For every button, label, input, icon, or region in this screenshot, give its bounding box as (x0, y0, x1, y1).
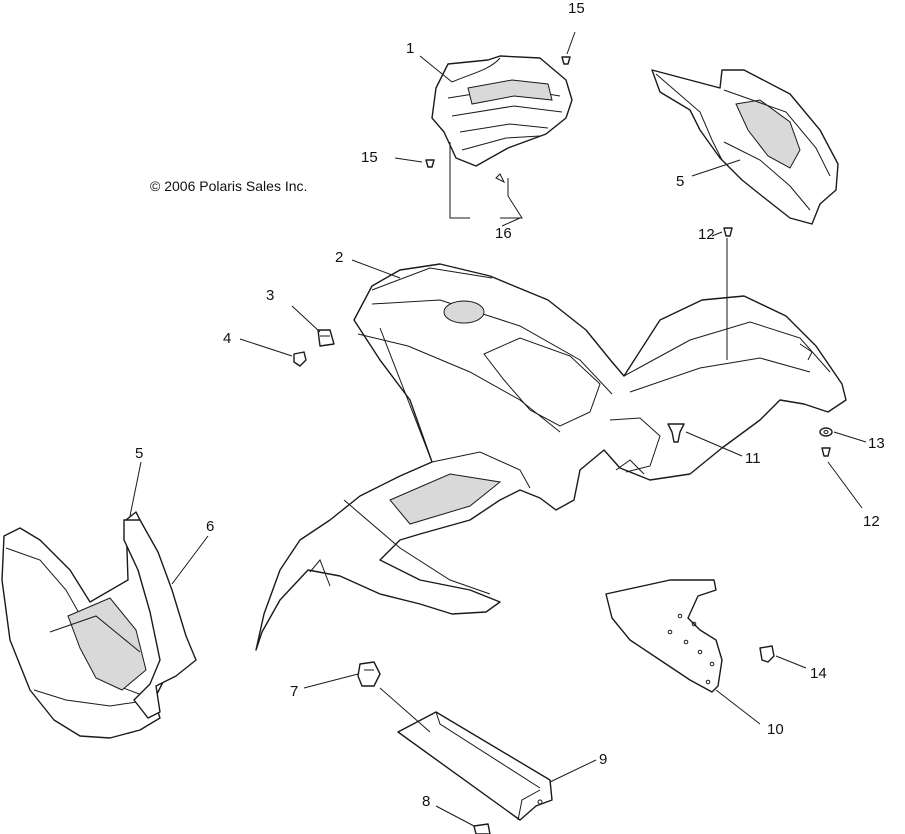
part-11-push-rivet (667, 423, 685, 443)
callout-3: 3 (266, 287, 274, 304)
part-12-screw-top (723, 227, 733, 237)
part-1-front-cover (431, 55, 573, 167)
callout-labels: 15 1 5 15 16 12 2 3 4 11 13 12 5 6 7 14 … (135, 0, 885, 810)
part-14-push-rivet (759, 645, 775, 663)
callout-12-bottom: 12 (863, 513, 880, 530)
callout-6: 6 (206, 518, 214, 535)
leader-lines (129, 31, 867, 827)
callout-5-top: 5 (676, 173, 684, 190)
part-10-mud-flap (605, 579, 723, 693)
callout-15-left: 15 (361, 149, 378, 166)
callout-9: 9 (599, 751, 607, 768)
callout-16: 16 (495, 225, 512, 242)
part-8-screw (473, 823, 491, 834)
callout-12-top: 12 (698, 226, 715, 243)
part-15-screw-top (561, 56, 571, 65)
part-9-bracket-plate (397, 711, 553, 821)
part-5-rear-panel-top (651, 69, 839, 225)
callout-7: 7 (290, 683, 298, 700)
callout-5-bottom: 5 (135, 445, 143, 462)
callout-8: 8 (422, 793, 430, 810)
part-16-bracket (449, 142, 523, 219)
part-15-screw-left (425, 159, 435, 168)
callout-13: 13 (868, 435, 885, 452)
callout-14: 14 (810, 665, 827, 682)
copyright-text: © 2006 Polaris Sales Inc. (150, 178, 307, 194)
part-13-washer (819, 427, 833, 437)
callout-2: 2 (335, 249, 343, 266)
part-3-clip (317, 329, 335, 347)
part-2-rear-fender-body (255, 263, 847, 651)
part-4-screw (293, 351, 307, 367)
callout-1: 1 (406, 40, 414, 57)
part-6-gasket (123, 519, 197, 719)
part-7-clip-nut (357, 661, 381, 687)
callout-11: 11 (745, 450, 761, 467)
part-5-side-panel-left (1, 511, 171, 739)
callout-4: 4 (223, 330, 231, 347)
callout-10: 10 (767, 721, 784, 738)
part-12-screw-bottom (821, 447, 831, 457)
callout-15-top: 15 (568, 0, 585, 17)
